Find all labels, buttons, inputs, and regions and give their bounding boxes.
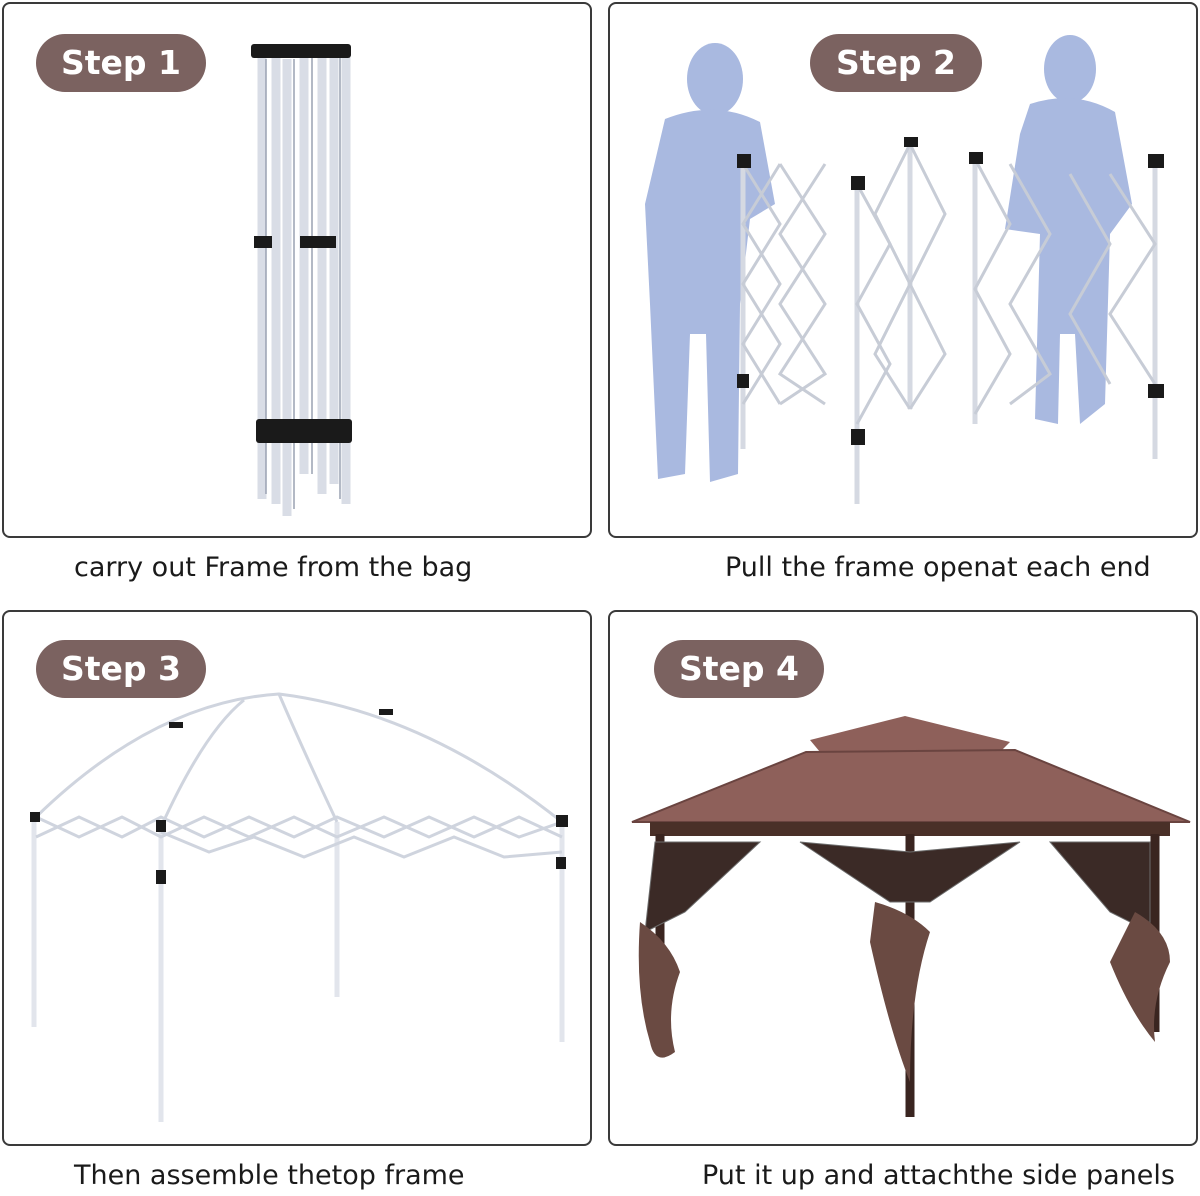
step-3-panel: Step 3	[2, 610, 592, 1146]
step-1-caption: carry out Frame from the bag	[74, 552, 473, 583]
step-1-badge: Step 1	[36, 34, 206, 92]
people-pulling-frame-image	[645, 35, 1164, 504]
step-2-caption: Pull the frame openat each end	[725, 552, 1151, 583]
step-1-panel: Step 1	[2, 2, 592, 538]
step-2-panel: Step 2	[608, 2, 1198, 538]
person-right-silhouette	[1005, 35, 1132, 424]
finished-gazebo-image	[631, 716, 1191, 1117]
step-3-badge: Step 3	[36, 640, 206, 698]
folded-frame-image	[251, 44, 352, 516]
step-4-caption: Put it up and attachthe side panels	[702, 1160, 1175, 1191]
assembled-frame-image	[30, 692, 568, 1122]
step-4-badge: Step 4	[654, 640, 824, 698]
step-4-panel: Step 4	[608, 610, 1198, 1146]
step-3-caption: Then assemble thetop frame	[74, 1160, 465, 1191]
step-2-badge: Step 2	[810, 34, 982, 92]
